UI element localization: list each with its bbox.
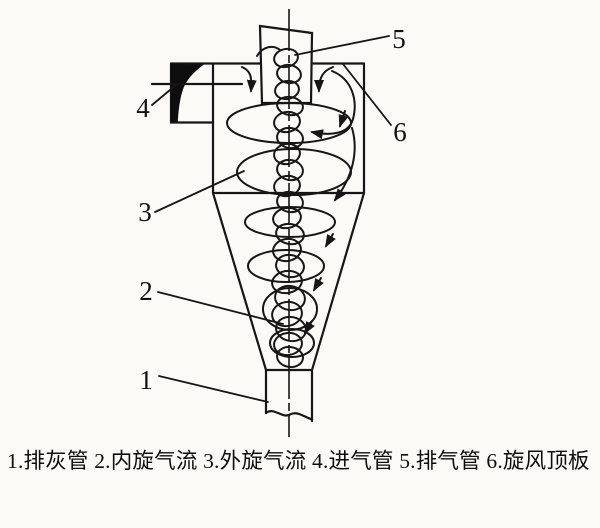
spiral-start-curl [256, 45, 281, 57]
pipe-break-wave [264, 410, 314, 421]
inner-spiral-loop [276, 190, 304, 214]
leader-line-3 [154, 170, 245, 213]
inner-spiral-loop [275, 222, 305, 246]
cyclone-diagram: 1 2 3 4 5 6 [136, 9, 407, 437]
gas-flow [226, 45, 356, 369]
leader-line-4 [151, 84, 177, 106]
part-number-5: 5 [392, 24, 406, 54]
spiral-arrow [312, 277, 324, 292]
exhaust-pipe [258, 24, 314, 105]
inner-spiral-loop [271, 300, 303, 328]
inlet-scroll-fill [171, 64, 204, 122]
inner-spiral-loop [273, 47, 299, 69]
dust-discharge-pipe [264, 368, 314, 423]
part-number-4: 4 [136, 93, 150, 123]
part-number-6: 6 [393, 117, 407, 147]
inner-spiral-loop [276, 63, 302, 85]
outer-vortex-spiral [226, 102, 352, 358]
inner-spiral-loop [274, 284, 306, 312]
inner-spiral-loop [276, 95, 304, 117]
leader-line-5 [294, 35, 390, 56]
leader-line-6 [342, 63, 392, 126]
inner-spiral-loop [271, 269, 303, 295]
vessel-outline [150, 24, 366, 423]
inner-spiral-loop [272, 237, 302, 263]
leader-line-2 [157, 291, 284, 325]
leader-lines [151, 35, 392, 403]
outer-spiral-loop [269, 328, 315, 358]
part-number-2: 2 [139, 276, 153, 306]
inner-spiral-loop [274, 79, 300, 101]
inner-spiral-loop [273, 174, 301, 198]
inner-spiral-loop [276, 158, 304, 182]
inner-spiral-loop [273, 142, 301, 166]
entry-flow-arrow-right [314, 66, 334, 93]
inner-spiral-loop [275, 315, 307, 343]
wall-descent-arrow [333, 127, 356, 202]
spiral-arrow [324, 233, 336, 248]
cone-section [211, 191, 366, 372]
outer-spiral-loop [236, 148, 352, 196]
inner-spiral-loop [273, 110, 301, 134]
part-number-3: 3 [138, 197, 152, 227]
inner-spiral-loop [275, 253, 305, 279]
part-number-labels: 1 2 3 4 5 6 [136, 24, 407, 395]
inner-spiral-loop [276, 126, 304, 150]
outer-spiral-loop [247, 249, 325, 283]
inner-spiral-loop [273, 331, 303, 357]
part-number-1: 1 [139, 365, 153, 395]
leader-line-1 [158, 375, 269, 403]
inner-vortex-spiral [256, 45, 307, 369]
entry-flow-arrow-left [241, 66, 257, 93]
inner-spiral-loop [276, 345, 304, 369]
inner-spiral-loop [272, 206, 302, 230]
inward-sweep-arrow [310, 70, 356, 140]
outer-spiral-loop [262, 287, 318, 331]
caption: 1.排灰管 2.内旋气流 3.外旋气流 4.进气管 5.排气管 6.旋风顶板 [7, 449, 590, 473]
